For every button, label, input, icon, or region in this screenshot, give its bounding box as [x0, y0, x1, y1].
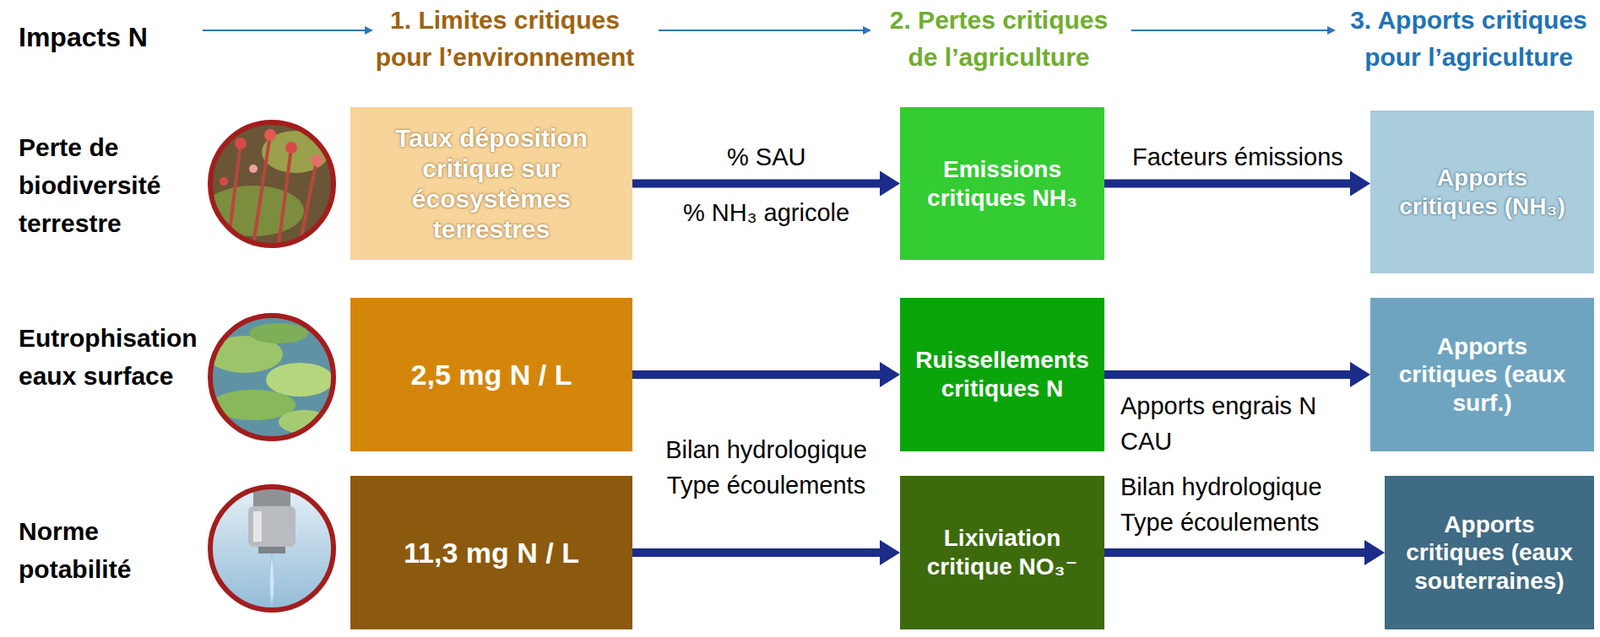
- arrow-line: [632, 370, 884, 380]
- header-arrow: [658, 29, 870, 32]
- arrow-line: [1104, 370, 1354, 380]
- faucet-photo: [202, 481, 347, 617]
- row-heading: Perte de biodiversité terrestre: [18, 128, 213, 243]
- box-text: Apports critiques (eaux souterraines): [1401, 510, 1578, 597]
- row-heading: Eutrophisation eaux surface: [18, 319, 213, 396]
- box-text: 11,3 mg N / L: [403, 536, 580, 571]
- input-box: Apports critiques (NH₃): [1370, 110, 1595, 274]
- box-text: Lixiviation critique NO₃⁻: [908, 524, 1096, 581]
- arrow-label: % SAU: [726, 141, 806, 173]
- arrow-head: [1364, 540, 1385, 566]
- arrow-connector: [632, 171, 901, 197]
- arrow-connector: [1104, 171, 1371, 197]
- header-arrow: [1131, 29, 1335, 32]
- limit-box: 2,5 mg N / L: [350, 298, 633, 452]
- row-heading: Norme potabilité: [18, 512, 179, 589]
- algae-photo: [202, 312, 347, 448]
- photo-frame: [210, 122, 334, 246]
- box-text: 2,5 mg N / L: [411, 357, 573, 393]
- arrow-line: [1104, 179, 1354, 189]
- input-box: Apports critiques (eaux souterraines): [1384, 476, 1595, 630]
- arrow-head: [879, 171, 901, 197]
- arrow-line: [1104, 548, 1368, 558]
- photo-frame: [210, 487, 334, 611]
- arrow-connector: [1104, 362, 1371, 388]
- arrow-annotation: % NH₃ agricole: [683, 197, 850, 228]
- arrow-label: Bilan hydrologique Type écoulements: [654, 432, 879, 504]
- arrow-connector: [1104, 540, 1385, 566]
- box-text: Apports critiques (NH₃): [1387, 163, 1578, 221]
- box-text: Ruissellements critiques N: [908, 346, 1096, 403]
- box-text: Apports critiques (eaux surf.): [1387, 332, 1578, 418]
- corner-heading: Impacts N: [18, 20, 148, 55]
- loss-box: Ruissellements critiques N: [900, 298, 1105, 452]
- column-heading: 3. Apports critiques pour l’agriculture: [1344, 1, 1594, 76]
- loss-box: Emissions critiques NH₃: [900, 107, 1105, 261]
- input-box: Apports critiques (eaux surf.): [1370, 298, 1595, 452]
- arrow-head: [1350, 171, 1371, 197]
- photo-frame: [210, 315, 334, 440]
- sundew-photo: [202, 118, 347, 254]
- limit-box: 11,3 mg N / L: [350, 476, 633, 630]
- header-arrow: [202, 29, 372, 32]
- arrow-label: Bilan hydrologique Type écoulements: [1120, 469, 1345, 541]
- arrow-label: Facteurs émissions: [1132, 141, 1344, 173]
- arrow-head: [1350, 362, 1371, 388]
- arrow-label: Apports engrais N CAU: [1120, 388, 1343, 460]
- loss-box: Lixiviation critique NO₃⁻: [900, 476, 1105, 630]
- column-heading: 2. Pertes critiques de l’agriculture: [876, 1, 1122, 76]
- arrow-connector: [632, 540, 901, 566]
- arrow-head: [879, 362, 901, 388]
- arrow-line: [632, 548, 884, 558]
- arrow-head: [879, 540, 901, 566]
- limit-box: Taux déposition critique sur écosystèmes…: [350, 107, 633, 261]
- box-text: Emissions critiques NH₃: [908, 155, 1096, 212]
- box-text: Taux déposition critique sur écosystèmes…: [362, 123, 621, 245]
- column-heading: 1. Limites critiques pour l’environnemen…: [365, 1, 645, 76]
- arrow-line: [632, 179, 884, 189]
- arrow-connector: [632, 362, 901, 388]
